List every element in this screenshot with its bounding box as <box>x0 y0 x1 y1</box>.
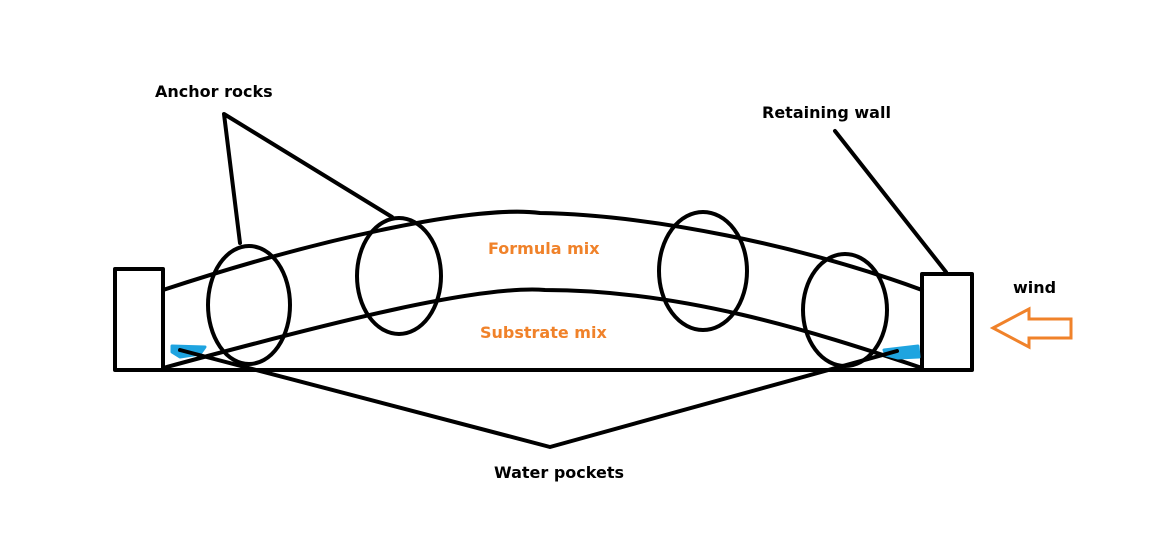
anchor-rocks-pointer <box>222 112 394 245</box>
wind-label: wind <box>1013 278 1056 297</box>
anchor-rocks-label: Anchor rocks <box>155 82 273 101</box>
substrate-mix-label: Substrate mix <box>480 323 607 342</box>
anchor-rock-4 <box>801 252 889 368</box>
anchor-rock-3 <box>657 210 749 332</box>
substrate-mix-top-curve <box>161 287 924 370</box>
anchor-rock-1 <box>206 244 292 366</box>
wind-arrow-icon <box>989 306 1073 350</box>
left-retaining-wall <box>113 267 165 372</box>
formula-mix-label: Formula mix <box>488 239 600 258</box>
retaining-wall-pointer <box>833 129 948 274</box>
retaining-wall-label: Retaining wall <box>762 103 891 122</box>
right-retaining-wall <box>920 272 974 372</box>
water-pockets-label: Water pockets <box>494 463 624 482</box>
anchor-rock-2 <box>355 216 443 336</box>
water-pockets-pointer <box>178 348 899 449</box>
formula-mix-top-curve <box>161 209 924 292</box>
